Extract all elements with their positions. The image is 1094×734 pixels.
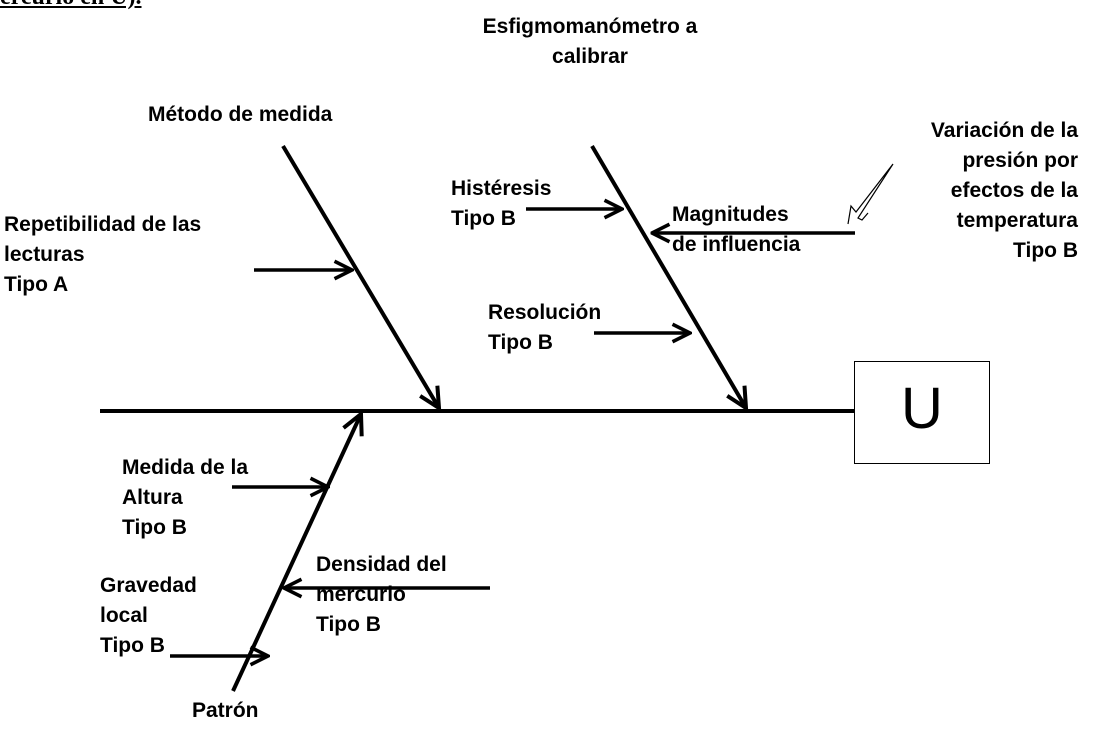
heading-fragment: ercurio en U).: [0, 0, 142, 11]
label-variacion-presion: Variación de la presión por efectos de l…: [930, 119, 1078, 262]
branch-metodo: [281, 144, 439, 408]
label-densidad-mercurio: Densidad del mercurio Tipo B: [316, 553, 447, 636]
pen-scribble: [847, 163, 894, 225]
label-histeresis: Histéresis Tipo B: [451, 177, 552, 230]
label-gravedad-local: Gravedad local Tipo B: [100, 574, 197, 657]
branch-patron: [231, 414, 361, 692]
label-magnitudes-influencia: Magnitudes de influencia: [672, 203, 801, 256]
result-label: U: [901, 376, 943, 441]
label-esfigmomanometro: Esfigmomanómetro a calibrar: [482, 15, 698, 68]
label-resolucion: Resolución Tipo B: [488, 301, 602, 354]
label-metodo-de-medida: Método de medida: [148, 103, 333, 126]
label-medida-altura: Medida de la Altura Tipo B: [122, 456, 249, 539]
label-patron: Patrón: [192, 699, 259, 722]
branch-esfigmo: [590, 144, 746, 408]
label-repetibilidad: Repetibilidad de las lecturas Tipo A: [4, 213, 202, 296]
result-box: U: [854, 361, 990, 464]
